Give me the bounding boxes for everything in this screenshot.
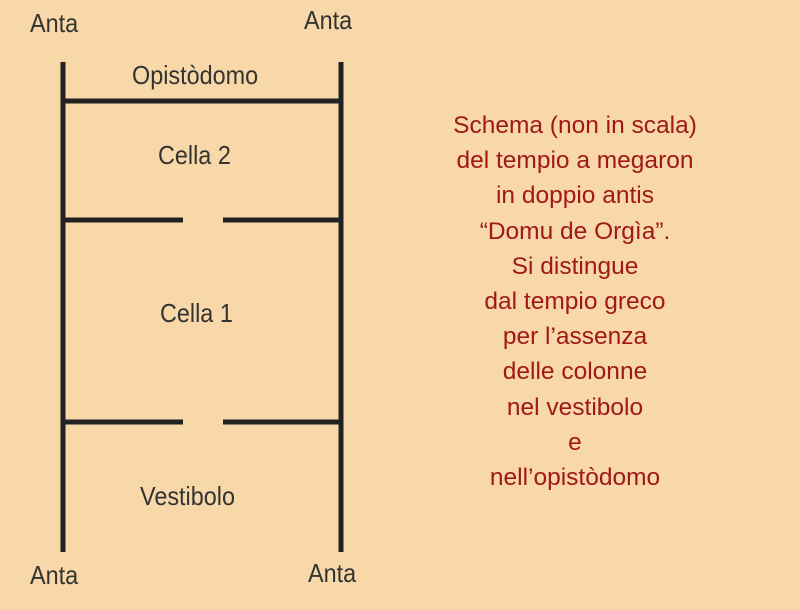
caption-line: “Domu de Orgìa”. <box>479 217 671 245</box>
caption-line: Si distingue <box>511 252 639 280</box>
anta-top-right-label: Anta <box>304 5 353 35</box>
caption-line: in doppio antis <box>495 182 654 210</box>
anta-bottom-left-label: Anta <box>30 560 79 590</box>
opistodomo-label: Opistòdomo <box>132 60 259 90</box>
cella1-label: Cella 1 <box>160 298 233 328</box>
caption-line: e <box>568 428 582 456</box>
caption-line: nell’opistòdomo <box>489 464 661 492</box>
caption-line: delle colonne <box>502 358 648 386</box>
anta-top-left-label: Anta <box>30 8 79 38</box>
anta-bottom-right-label: Anta <box>308 558 357 588</box>
vestibolo-label: Vestibolo <box>140 481 235 511</box>
caption-line: per l’assenza <box>502 323 648 351</box>
caption-line: dal tempio greco <box>484 288 666 316</box>
caption-line: del tempio a megaron <box>456 147 694 175</box>
caption-line: Schema (non in scala) <box>453 112 697 139</box>
caption-line: nel vestibolo <box>506 393 644 421</box>
cella2-label: Cella 2 <box>158 140 231 170</box>
caption-text: Schema (non in scala) del tempio a megar… <box>390 108 760 495</box>
